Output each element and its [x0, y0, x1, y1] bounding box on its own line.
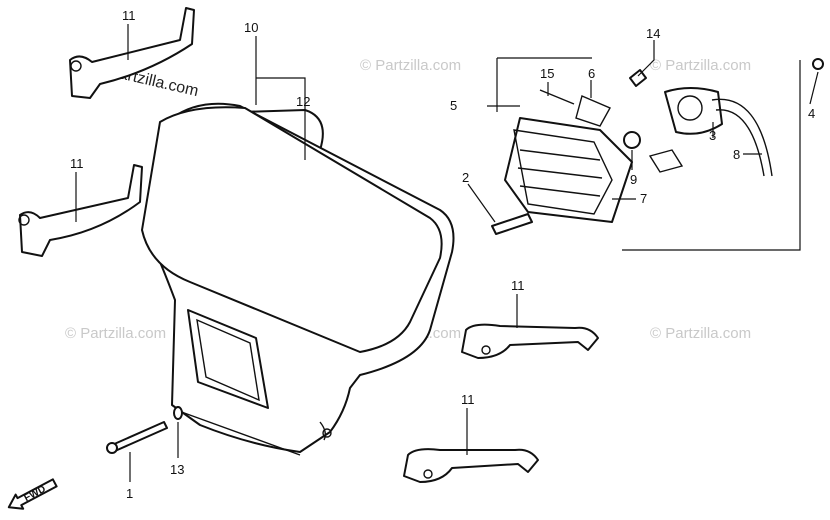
- callout-5: 5: [450, 98, 457, 113]
- fwd-label: FWD: [22, 484, 47, 504]
- leader-lines: [75, 24, 819, 482]
- callout-9: 9: [630, 172, 637, 187]
- callout-3: 3: [709, 128, 716, 143]
- callout-11: 11: [122, 8, 136, 23]
- callout-10: 10: [244, 20, 258, 35]
- watermark: © Partzilla.com: [360, 57, 461, 74]
- watermark: © Partzilla.com: [650, 325, 751, 342]
- callout-6: 6: [588, 66, 595, 81]
- callout-4: 4: [808, 106, 815, 121]
- group-frame: [496, 57, 801, 251]
- stay-bracket-middle: [18, 164, 143, 257]
- headlight-cowl: [141, 102, 455, 456]
- washer: [173, 406, 183, 420]
- callout-15: 15: [540, 66, 554, 81]
- callout-11: 11: [511, 278, 525, 293]
- callout-14: 14: [646, 26, 660, 41]
- stay-bracket-upper: [69, 7, 195, 99]
- callout-11: 11: [70, 156, 84, 171]
- callout-7: 7: [640, 191, 647, 206]
- callout-12: 12: [296, 94, 310, 109]
- stay-bracket-lower-b: [403, 448, 539, 483]
- callout-8: 8: [733, 147, 740, 162]
- callout-11: 11: [461, 392, 475, 407]
- callout-1: 1: [126, 486, 133, 501]
- callout-2: 2: [462, 170, 469, 185]
- headlight-unit: [491, 58, 824, 235]
- forward-arrow-icon: FWD: [7, 478, 58, 510]
- bolt: [106, 421, 168, 454]
- stay-bracket-lower-a: [461, 323, 599, 359]
- watermark: © Partzilla.com: [650, 57, 751, 74]
- watermark: © Partzilla.com: [65, 325, 166, 342]
- callout-13: 13: [170, 462, 184, 477]
